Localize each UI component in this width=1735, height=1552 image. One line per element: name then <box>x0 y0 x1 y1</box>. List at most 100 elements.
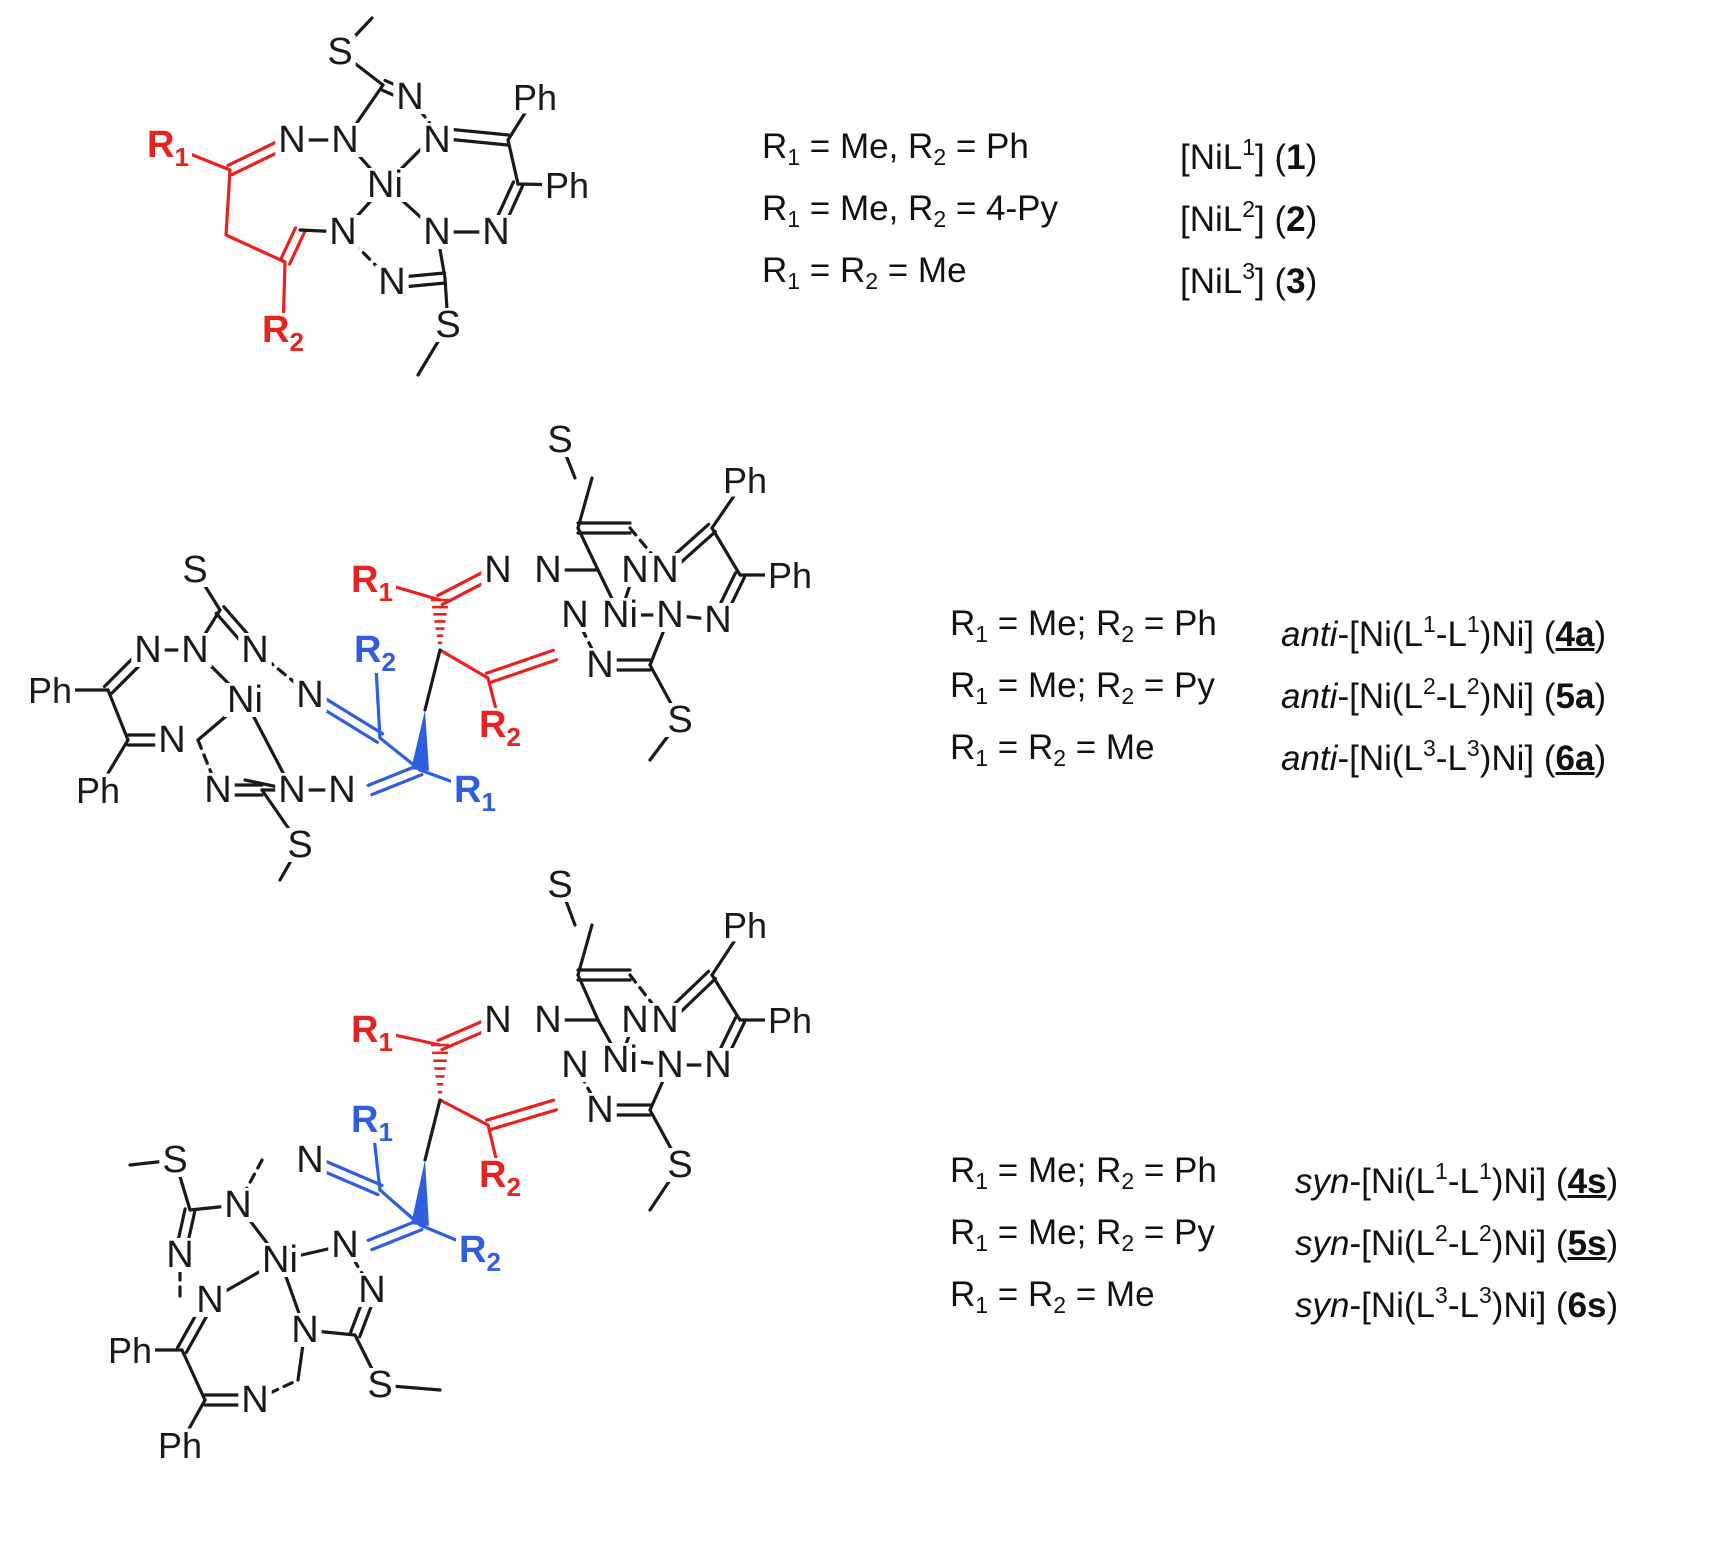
n-atom-text: N <box>704 1044 731 1086</box>
bond-line <box>106 688 130 742</box>
r1-substituent: R1 <box>454 769 496 817</box>
bond-line <box>488 658 559 685</box>
r2-substituent: R2 <box>479 704 521 752</box>
legend-row: R1 = Me, R2 = 4-Py [NiL2] (2) <box>762 178 1317 240</box>
r2-substituent: R2 <box>354 629 396 677</box>
ni-atom: Ni <box>227 679 263 721</box>
n-atom: N <box>196 1279 223 1321</box>
bond-line <box>378 736 422 772</box>
phenyl-label-text: Ph <box>158 1425 202 1466</box>
n-atom: N <box>278 119 305 161</box>
bond-line <box>628 526 667 572</box>
compound-number: 6s <box>1567 1286 1607 1325</box>
label-halo <box>293 678 327 712</box>
label-halo <box>544 868 576 902</box>
n-atom-text: N <box>561 1044 588 1086</box>
label-halo <box>653 598 687 632</box>
s-atom-text: S <box>667 699 692 741</box>
label-halo <box>104 1333 156 1367</box>
s-atom: S <box>547 419 572 461</box>
n-atom-text: N <box>328 769 355 811</box>
label-halo <box>476 1158 524 1198</box>
r2-substituent-text: R <box>262 309 289 351</box>
n-atom-text: N <box>423 211 450 253</box>
phenyl-label: Ph <box>768 555 812 596</box>
label-halo <box>618 553 652 587</box>
n-atom-text: N <box>423 119 450 161</box>
n-atom: N <box>561 594 588 636</box>
n-atom-text: N <box>621 999 648 1041</box>
legend-row: R1 = Me; R2 = Ph syn-[Ni(L1-L1)Ni] (4s) <box>950 1140 1618 1202</box>
n-atom: N <box>329 211 356 253</box>
bond-line <box>180 1348 207 1402</box>
s-atom: S <box>547 864 572 906</box>
n-atom-text: N <box>329 211 356 253</box>
condition-text: R1 = Me, R2 = Ph <box>762 127 1029 170</box>
label-halo <box>144 128 192 168</box>
label-halo <box>531 1003 565 1037</box>
label-halo <box>451 773 499 813</box>
n-atom: N <box>423 119 450 161</box>
n-atom-text: N <box>224 1184 251 1226</box>
bond-line <box>287 230 307 266</box>
n-atom: N <box>586 644 613 686</box>
phenyl-label-text: Ph <box>28 670 72 711</box>
condition-text: R1 = Me, R2 = 4-Py <box>762 189 1058 232</box>
condition-text: R1 = R2 = Me <box>950 728 1155 771</box>
phenyl-label: Ph <box>723 460 767 501</box>
label-halo <box>420 123 454 157</box>
label-halo <box>131 633 165 667</box>
label-halo <box>24 673 76 707</box>
ni-atom-text: Ni <box>367 164 403 206</box>
legend-row: R1 = R2 = Me syn-[Ni(L3-L3)Ni] (6s) <box>950 1264 1618 1326</box>
phenyl-label-text: Ph <box>723 905 767 946</box>
compound-number: 4s <box>1567 1162 1607 1201</box>
label-halo <box>324 35 356 69</box>
bond-line <box>224 233 287 264</box>
n-atom: N <box>704 1044 731 1086</box>
label-halo <box>155 723 189 757</box>
label-halo <box>481 1003 515 1037</box>
s-atom-text: S <box>547 864 572 906</box>
bond-line <box>378 1188 422 1227</box>
s-atom: S <box>667 1144 692 1186</box>
legend-row: R1 = R2 = Me [NiL3] (3) <box>762 240 1317 302</box>
r1-substituent: R1 <box>351 559 393 607</box>
bond-line <box>438 648 490 680</box>
n-atom-text: N <box>278 769 305 811</box>
compound-number: 4a <box>1555 615 1595 654</box>
s-atom-text: S <box>435 304 460 346</box>
n-atom-text: N <box>331 1224 358 1266</box>
n-atom-text: N <box>196 1279 223 1321</box>
bond-line <box>710 973 742 1022</box>
label-halo <box>293 1143 327 1177</box>
phenyl-label: Ph <box>28 670 72 711</box>
condition-text: R1 = R2 = Me <box>762 251 967 294</box>
label-halo <box>599 598 641 632</box>
r1-substituent-subscript: 1 <box>174 142 188 172</box>
ni-atom-text: Ni <box>262 1239 298 1281</box>
s-atom-text: S <box>327 31 352 73</box>
s-atom-text: S <box>667 1144 692 1186</box>
r2-substituent-text: R <box>479 704 506 746</box>
r1-substituent-text: R <box>351 1099 378 1141</box>
n-atom: N <box>241 1379 268 1421</box>
n-atom-text: N <box>651 999 678 1041</box>
n-atom-text: N <box>621 549 648 591</box>
r2-substituent-subscript: 2 <box>506 722 520 752</box>
legend-row: R1 = R2 = Me anti-[Ni(L3-L3)Ni] (6a) <box>950 717 1606 779</box>
phenyl-label: Ph <box>108 1330 152 1371</box>
n-atom-text: N <box>561 594 588 636</box>
s-atom-text: S <box>547 419 572 461</box>
n-atom: N <box>328 769 355 811</box>
label-halo <box>221 1188 255 1222</box>
phenyl-label-text: Ph <box>513 77 557 118</box>
label-halo <box>179 553 211 587</box>
n-atom: N <box>396 76 423 118</box>
label-halo <box>193 1283 227 1317</box>
r1-substituent-subscript: 1 <box>378 1117 392 1147</box>
n-atom: N <box>651 549 678 591</box>
bond-layer <box>24 16 816 1462</box>
r2-substituent: R2 <box>479 1154 521 1202</box>
label-halo <box>393 80 427 114</box>
